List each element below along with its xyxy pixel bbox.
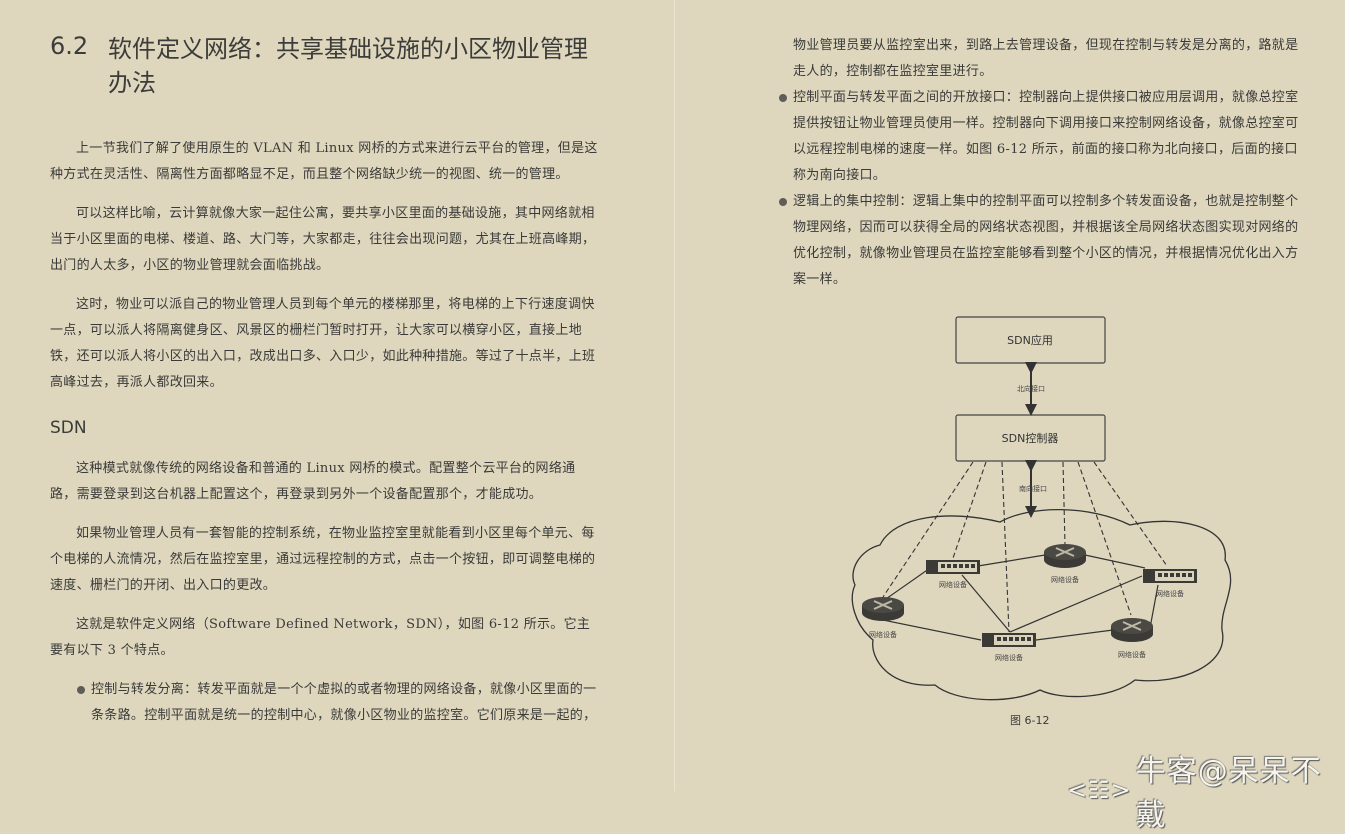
- sdn-architecture-diagram: SDN应用 SDN控制器 北向接口 南向接口 网络设备 网络设备 网络设备 网络…: [851, 316, 1232, 701]
- device-label: 网络设备: [939, 580, 967, 589]
- paragraph: 这就是软件定义网络（Software Defined Network，SDN），…: [50, 617, 591, 658]
- device-label: 网络设备: [995, 653, 1023, 662]
- paragraph: 上一节我们了解了使用原生的 VLAN 和 Linux 网桥的方式来进行云平台的管…: [50, 141, 598, 182]
- switch-icon: [926, 560, 980, 574]
- section-title: 软件定义网络：共享基础设施的小区物业管理办法: [108, 35, 588, 97]
- page-gutter: [674, 0, 675, 791]
- bullet-dot-icon: [779, 94, 787, 102]
- network-cloud-icon: [851, 508, 1232, 701]
- watermark: <☷> 牛客@呆呆不戴: [1067, 746, 1345, 834]
- bullet-dot-icon: [779, 198, 787, 206]
- figure-caption: 图 6-12: [1010, 714, 1050, 727]
- device-label: 网络设备: [1051, 575, 1079, 584]
- sdn-app-label: SDN应用: [1007, 333, 1053, 347]
- router-icon: [861, 596, 905, 622]
- bullet-dot-icon: [77, 686, 85, 694]
- bullet-text: 控制平面与转发平面之间的开放接口：控制器向上提供接口被应用层调用，就像总控室提供…: [793, 90, 1299, 183]
- nowcoder-logo-icon: <☷>: [1067, 776, 1132, 804]
- router-icon: [1043, 543, 1087, 569]
- subheading-sdn: SDN: [50, 418, 87, 438]
- northbound-label: 北向接口: [1017, 384, 1045, 393]
- bullet-open-interface: 控制平面与转发平面之间的开放接口：控制器向上提供接口被应用层调用，就像总控室提供…: [779, 85, 1305, 189]
- section-number: 6.2: [50, 32, 89, 60]
- left-page: 6.2 软件定义网络：共享基础设施的小区物业管理办法 上一节我们了解了使用原生的…: [0, 0, 674, 791]
- southbound-label: 南向接口: [1019, 484, 1047, 493]
- paragraph: 这种模式就像传统的网络设备和普通的 Linux 网桥的模式。配置整个云平台的网络…: [50, 461, 576, 502]
- watermark-text: 牛客@呆呆不戴: [1135, 754, 1322, 833]
- paragraph: 这时，物业可以派自己的物业管理人员到每个单元的楼梯那里，将电梯的上下行速度调快一…: [50, 297, 596, 390]
- device-label: 网络设备: [1118, 650, 1146, 659]
- switch-icon: [1143, 569, 1197, 583]
- paragraph: 如果物业管理人员有一套智能的控制系统，在物业监控室里就能看到小区里每个单元、每个…: [50, 526, 596, 593]
- device-label: 网络设备: [869, 630, 897, 639]
- bullet-text: 控制与转发分离：转发平面就是一个个虚拟的或者物理的网络设备，就像小区里面的一条条…: [91, 682, 597, 723]
- bullet-control-forward-separation: 控制与转发分离：转发平面就是一个个虚拟的或者物理的网络设备，就像小区里面的一条条…: [77, 677, 603, 729]
- switch-icon: [982, 633, 1036, 647]
- bullet-centralized-control: 逻辑上的集中控制：逻辑上集中的控制平面可以控制多个转发面设备，也就是控制整个物理…: [779, 189, 1305, 293]
- device-label: 网络设备: [1156, 589, 1184, 598]
- router-icon: [1110, 617, 1154, 643]
- paragraph: 可以这样比喻，云计算就像大家一起住公寓，要共享小区里面的基础设施，其中网络就相当…: [50, 206, 596, 273]
- sdn-controller-label: SDN控制器: [1002, 431, 1059, 445]
- bullet-text: 逻辑上的集中控制：逻辑上集中的控制平面可以控制多个转发面设备，也就是控制整个物理…: [793, 194, 1299, 287]
- bullet-continuation: 物业管理员要从监控室出来，到路上去管理设备，但现在控制与转发是分离的，路就是走人…: [793, 38, 1299, 79]
